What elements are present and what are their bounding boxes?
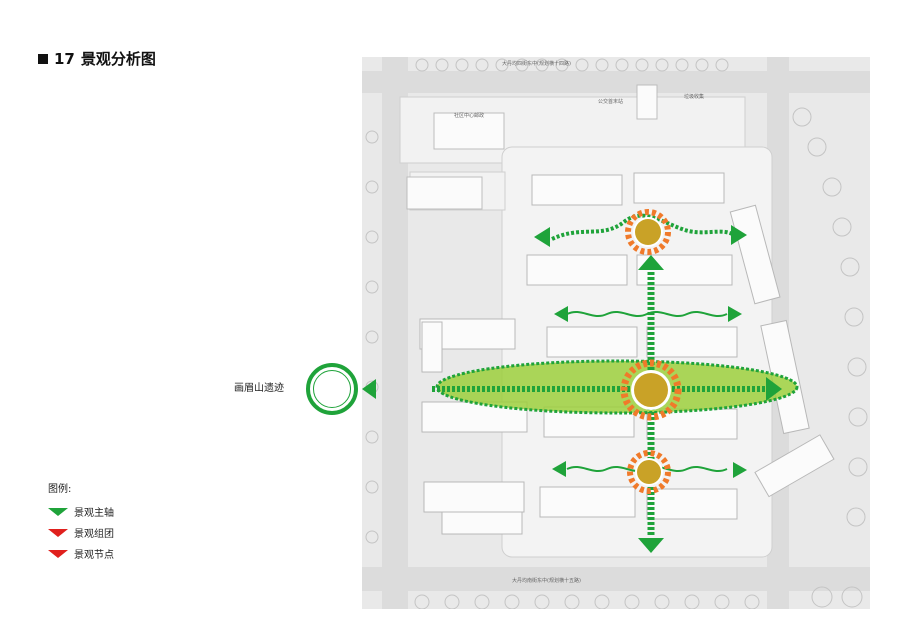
relic-marker	[306, 363, 358, 415]
community-center-label: 社区中心邮政	[454, 112, 484, 119]
main-axis-south-arrow	[638, 538, 664, 553]
bus-station-building	[636, 84, 658, 120]
legend-label: 景观组团	[74, 529, 114, 540]
middle-group-west-arrow	[554, 306, 568, 322]
title-number: 17	[54, 49, 75, 68]
main-axis-legend-icon	[48, 507, 68, 516]
road-north-label: 大丹均四街东中(规划横十四路)	[502, 60, 571, 67]
legend-title: 图例:	[48, 484, 72, 495]
legend-label: 景观主轴	[74, 508, 114, 519]
site-plan: 大丹均四街东中(规划横十四路) 大丹均南街东中(规划横十五路) 社区中心邮政 公交首末…	[362, 57, 870, 609]
landscape-overlay	[362, 209, 799, 553]
middle-group-east-arrow	[728, 306, 742, 322]
north-group-east-arrow	[731, 225, 747, 245]
node-legend-icon	[48, 549, 68, 558]
tree-rows	[365, 58, 868, 609]
middle-group-wave	[566, 311, 728, 317]
title-text: 景观分析图	[80, 50, 156, 68]
road-south-label: 大丹均南街东中(规划横十五路)	[512, 577, 581, 584]
title-square-icon	[38, 53, 48, 64]
site-plan-drawing: 大丹均四街东中(规划横十四路) 大丹均南街东中(规划横十五路) 社区中心邮政 公交首末…	[362, 57, 870, 609]
legend-label: 景观节点	[74, 550, 114, 561]
west-building	[406, 176, 483, 210]
relic-label: 画眉山遗迹	[234, 383, 284, 394]
legend-item-group: 景观组团	[48, 522, 114, 543]
residential-buildings	[419, 172, 835, 535]
legend: 图例: 景观主轴 景观组团 景观节点	[48, 480, 114, 564]
page-title: 17 景观分析图	[38, 48, 156, 69]
main-axis-west-arrow	[362, 379, 376, 399]
main-axis-north-arrow	[638, 255, 664, 270]
road-north	[362, 71, 870, 93]
south-group-east-arrow	[733, 462, 747, 478]
bus-station-label: 公交首末站	[598, 98, 623, 105]
group-legend-icon	[48, 528, 68, 537]
north-group-path	[551, 213, 736, 241]
node-center	[620, 359, 682, 421]
garbage-station-label: 垃圾收集	[684, 93, 704, 100]
legend-item-node: 景观节点	[48, 543, 114, 564]
node-north	[625, 209, 671, 255]
legend-item-main-axis: 景观主轴	[48, 501, 114, 522]
main-axis-east-arrow	[766, 377, 782, 401]
south-group-west-arrow	[552, 461, 566, 477]
node-south	[627, 450, 671, 494]
north-group-west-arrow	[534, 227, 550, 247]
community-center-building	[433, 112, 505, 150]
